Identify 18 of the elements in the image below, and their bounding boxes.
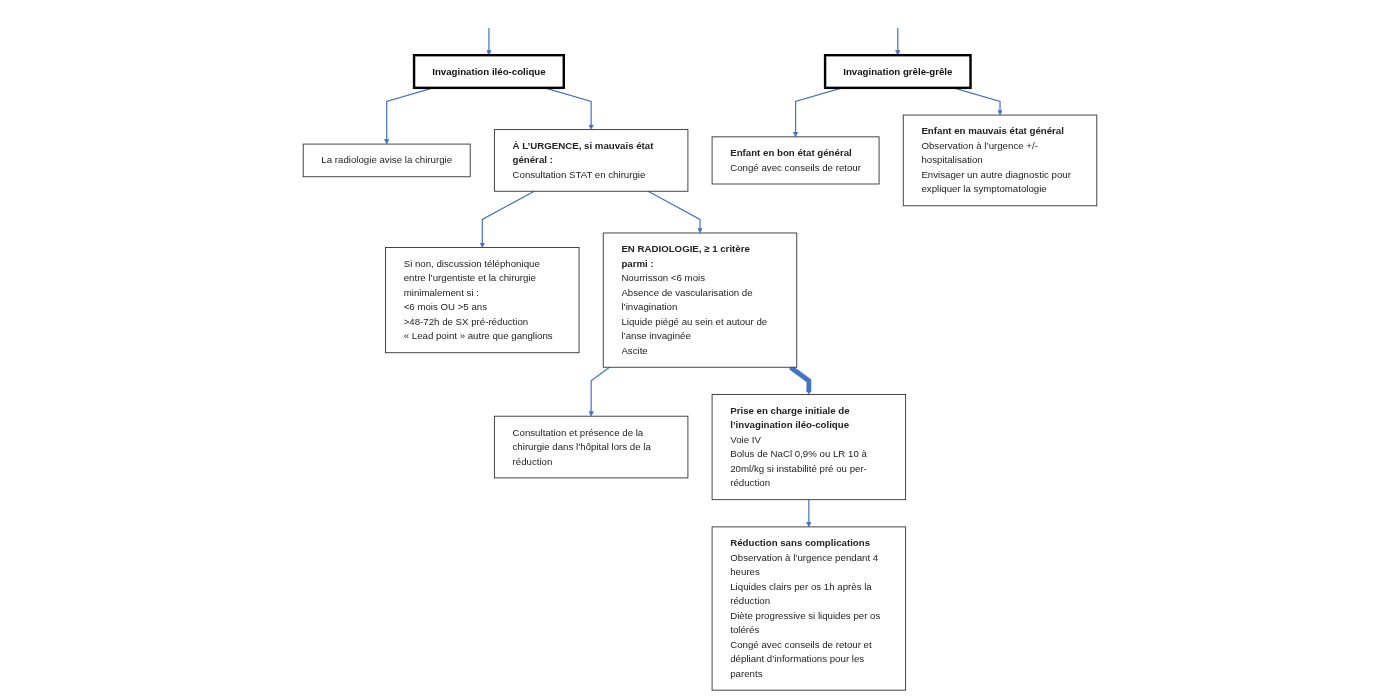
- arrow: [647, 190, 703, 234]
- arrow: [789, 365, 812, 395]
- arrow: [479, 190, 535, 248]
- node-box: EN RADIOLOGIE, ≥ 1 critère parmi : Nourrisson <6 mois Absence de vascularisation de l’invagination Liquide piégé au sein et autour de l’anse invaginée Ascite: [602, 232, 798, 368]
- node-box: Enfant en mauvais état général Observation à l’urgence +/- hospitalisation Envisager un autre diagnostic pour expliquer la symptomatologie: [902, 114, 1098, 207]
- arrow: [486, 27, 492, 56]
- node-box: Consultation et présence de la chirurgie dans l’hôpital lors de la réduction: [493, 415, 689, 479]
- arrow: [588, 366, 611, 417]
- node-box: Si non, discussion téléphonique entre l’urgentiste et la chirurgie minimalement si : <6 mois OU >5 ans >48-72h de SX pré-réduction « Lead point » autre que ganglions: [385, 247, 580, 354]
- node-box: Enfant en bon état général Congé avec conseils de retour: [711, 136, 880, 185]
- node-box: Invagination grêle-grêle: [823, 54, 972, 90]
- node-box: La radiologie avise la chirurgie: [302, 143, 471, 178]
- node-box: Invagination iléo-colique: [412, 54, 565, 90]
- node-box: Réduction sans complications Observation à l’urgence pendant 4 heures Liquides clairs per os 1h après la réduction Diète progressive si liquides per os tolérés Congé avec conseils de retour et dépliant d’informations pour les parents: [711, 526, 907, 691]
- arrow: [895, 27, 901, 56]
- arrow: [806, 499, 812, 528]
- node-box: À L’URGENCE, si mauvais état général : Consultation STAT en chirurgie: [493, 129, 689, 192]
- node-box: Prise en charge initiale de l’invagination iléo-colique Voie IV Bolus de NaCl 0,9% ou LR 10 à 20ml/kg si instabilité pré ou per-réduction: [711, 394, 907, 501]
